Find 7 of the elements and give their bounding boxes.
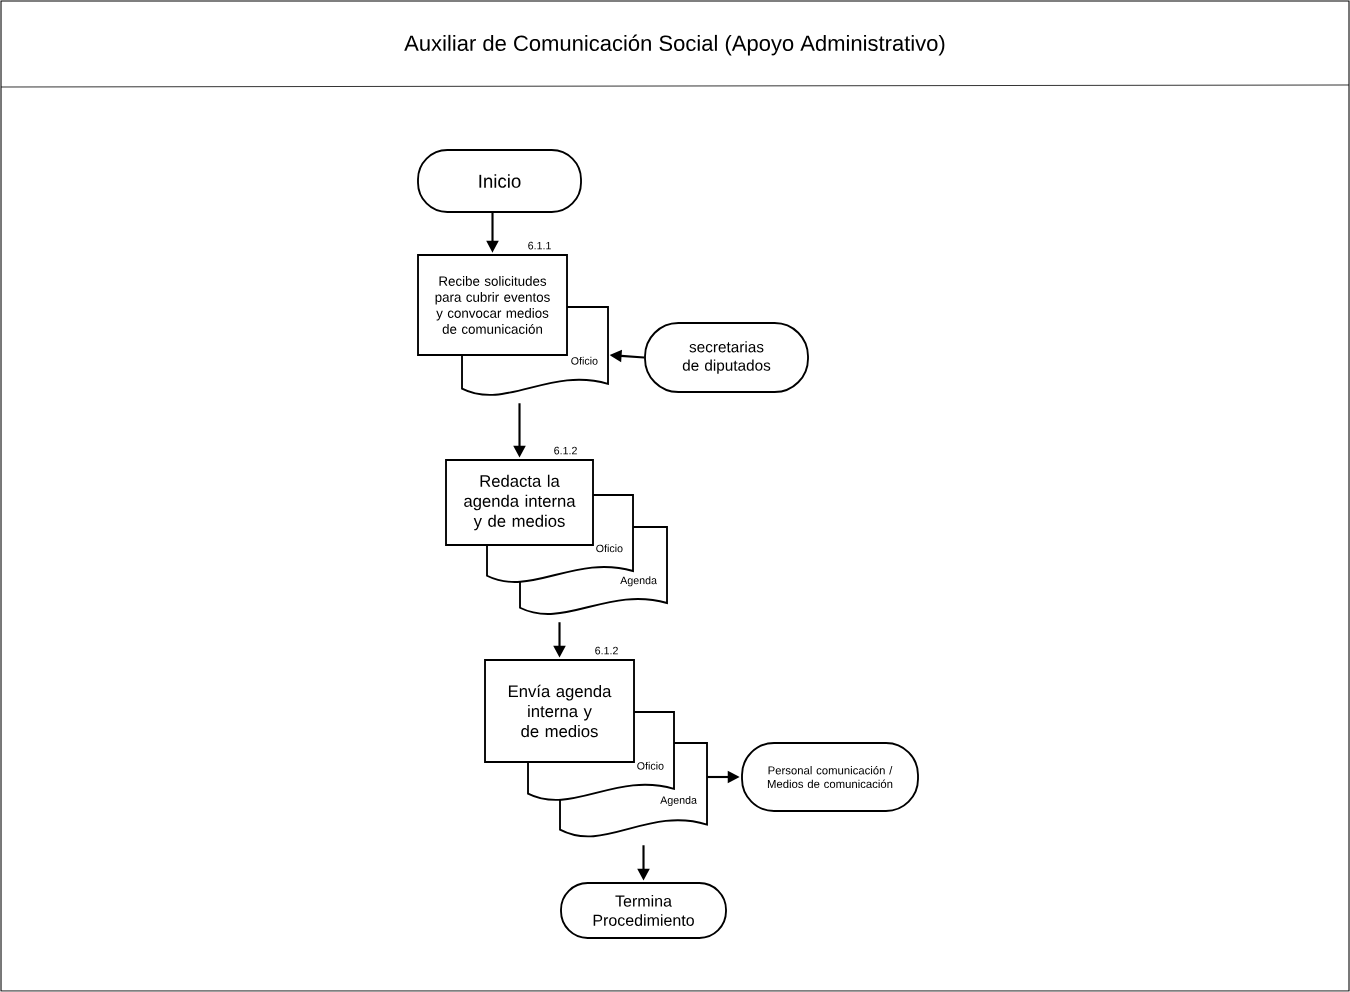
process-box: Redacta la agenda interna y de medios [445, 459, 594, 546]
step-number: 6.1.2 [595, 646, 618, 655]
step-number: 6.1.2 [554, 446, 577, 455]
title: Auxiliar de Comunicación Social (Apoyo Administrativo) [404, 34, 945, 56]
process-box: Envía agenda interna y de medios [484, 659, 635, 763]
process-box: Recibe solicitudes para cubrir eventos y convocar medios de comunicación [417, 254, 568, 356]
step-number: 6.1.1 [528, 241, 551, 250]
